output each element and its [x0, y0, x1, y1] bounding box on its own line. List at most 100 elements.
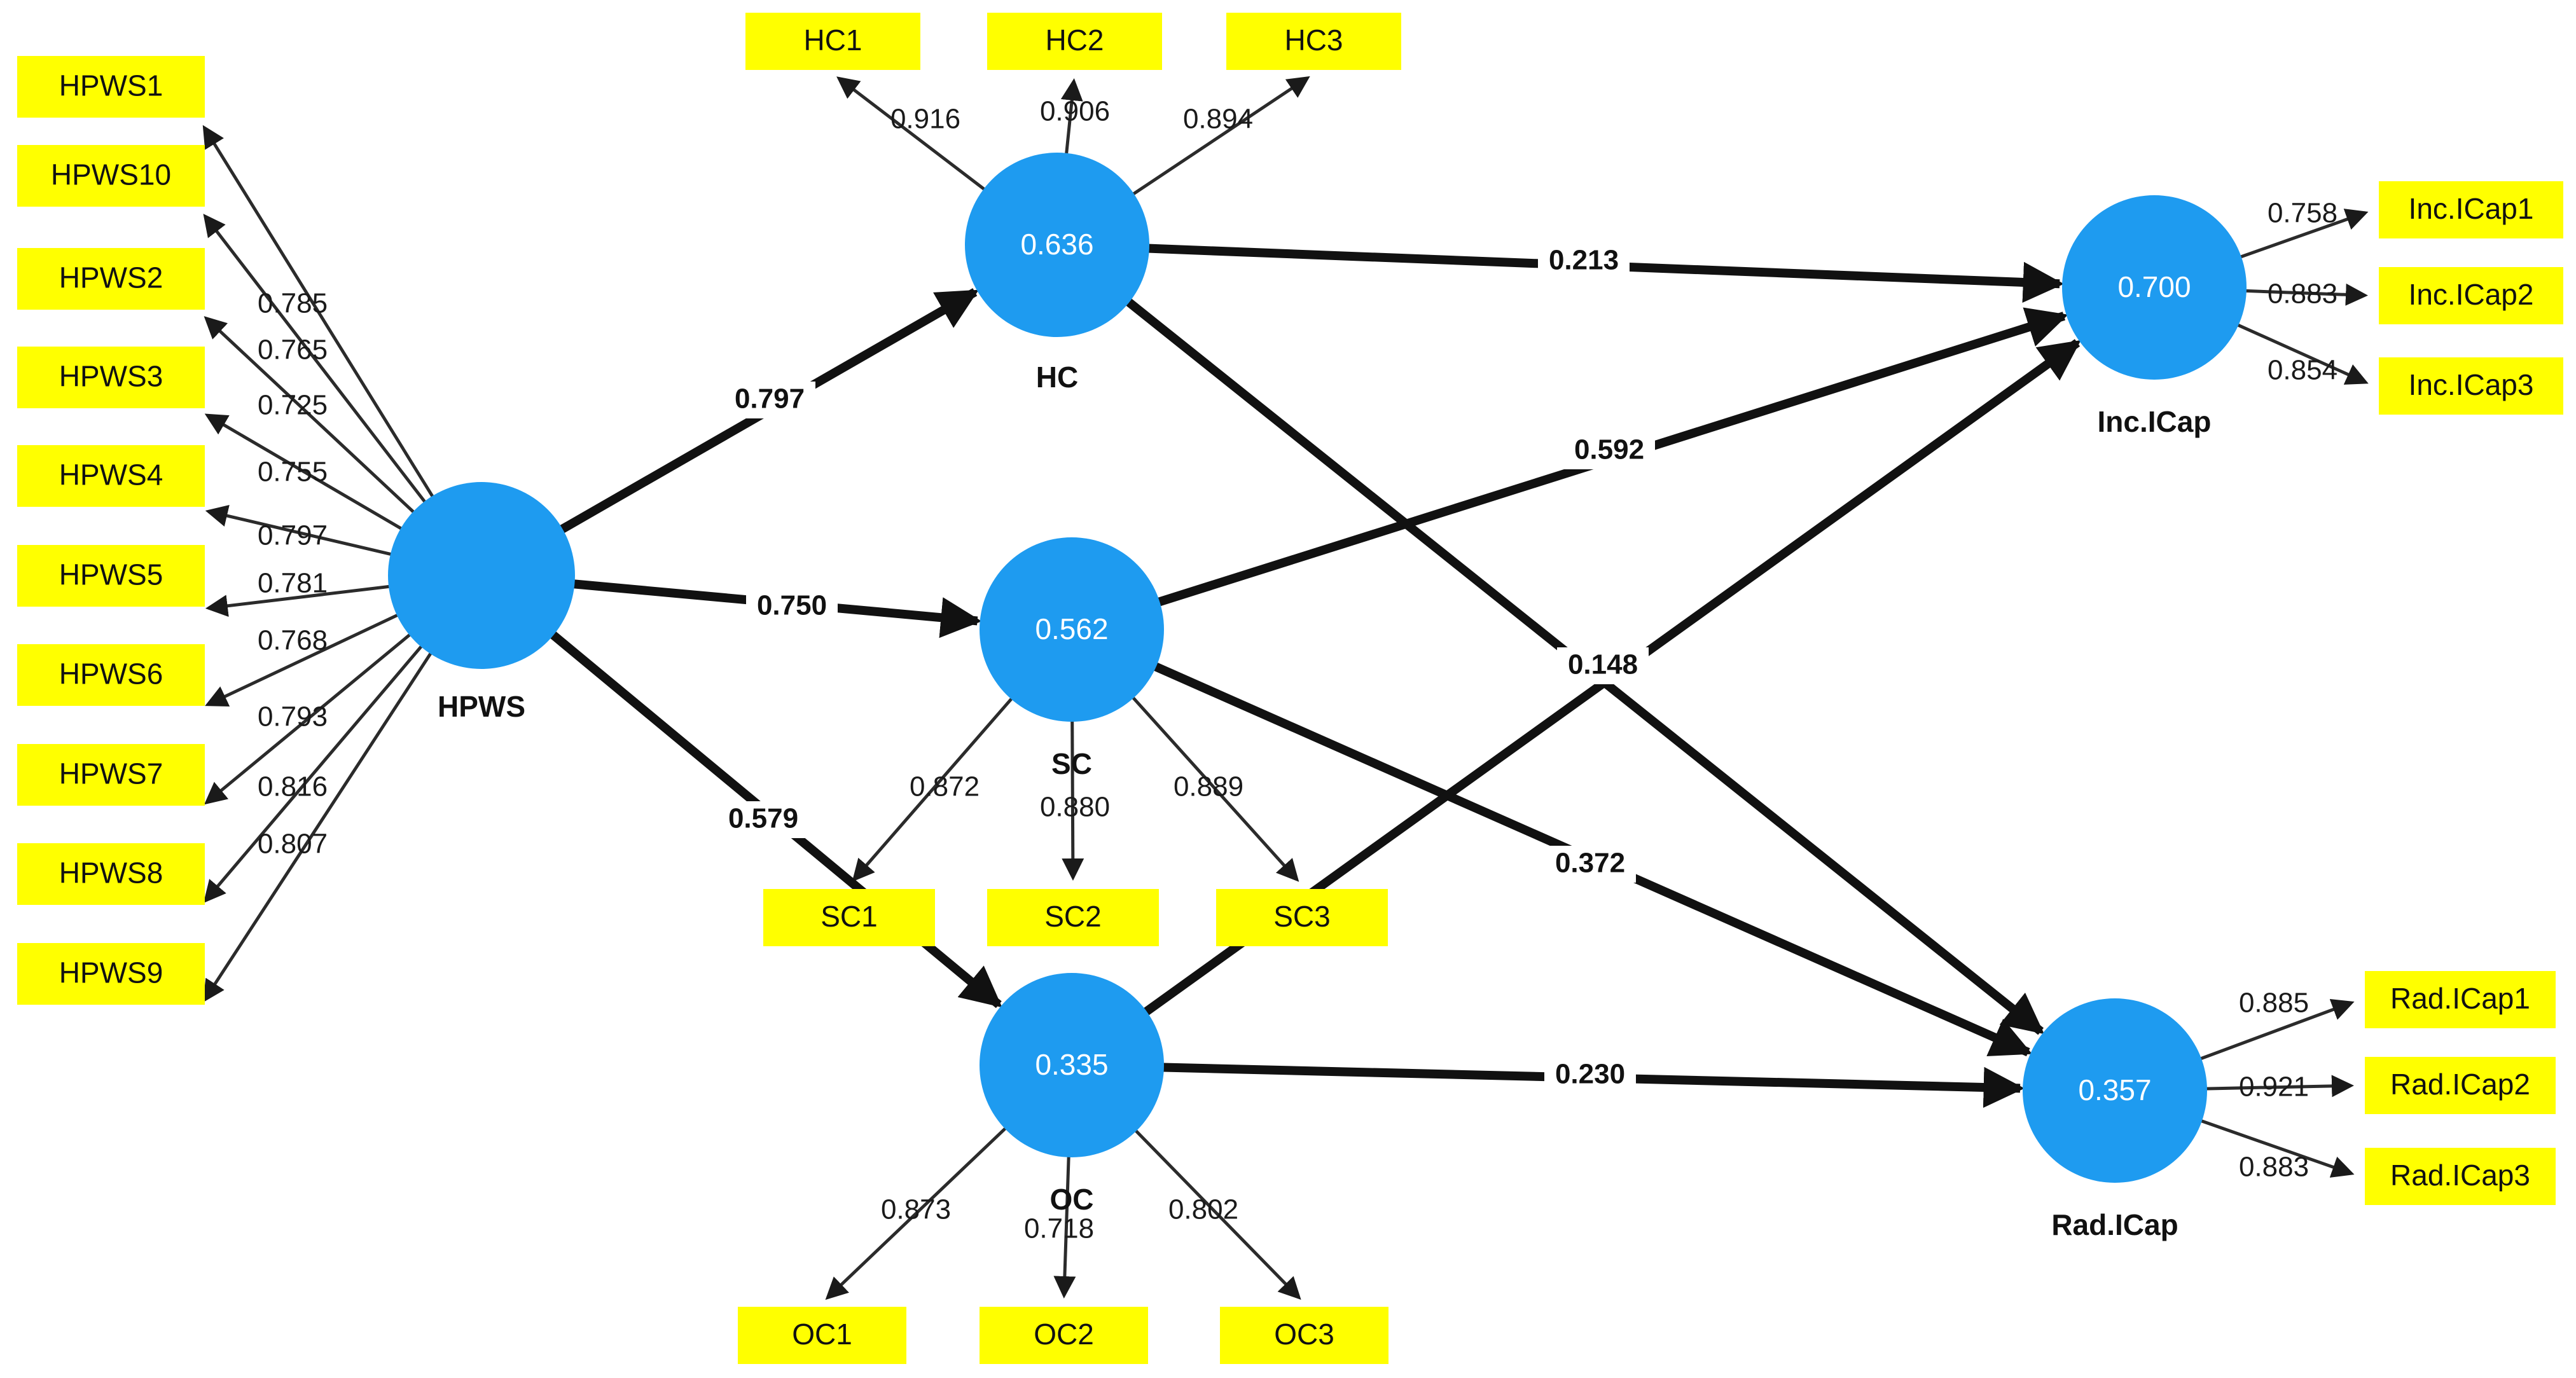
- indicator-rect: [17, 644, 205, 706]
- path-label-backdrop: [717, 801, 809, 838]
- path-label-backdrop: [724, 382, 815, 418]
- structural-model-lines: [548, 244, 2081, 1108]
- loading-label-radicap-3: 0.883: [2239, 1152, 2309, 1183]
- path-coefficient-HPWS-SC: 0.750: [757, 590, 827, 621]
- indicator-rect: [738, 1307, 906, 1364]
- loading-edge-radicap-1: [2198, 998, 2355, 1061]
- loading-label-oc-3: 0.802: [1168, 1194, 1238, 1225]
- loading-label-hpws-2: 0.765: [258, 334, 328, 366]
- loading-label-oc-1: 0.873: [881, 1194, 951, 1225]
- indicator-rect: [17, 56, 205, 118]
- loading-label-hpws-5: 0.797: [258, 520, 328, 551]
- indicator-hc-3: HC3: [1226, 13, 1401, 70]
- latent-circle[interactable]: [980, 973, 1164, 1157]
- indicator-label: Inc.ICap2: [2409, 278, 2534, 311]
- latent-r2-value: 0.700: [2117, 270, 2191, 303]
- loading-edge-sc-3: [1130, 695, 1299, 882]
- indicator-sc-1: SC1: [763, 889, 935, 946]
- indicator-rect: [763, 889, 935, 946]
- loading-label-hpws-7: 0.768: [258, 625, 328, 656]
- indicator-label: HC1: [803, 24, 862, 57]
- loading-edge-hpws-7: [205, 612, 400, 707]
- indicator-incicap-1: Inc.ICap1: [2379, 181, 2563, 238]
- latent-name-label: SC: [1051, 747, 1092, 780]
- latent-circle[interactable]: [2023, 998, 2207, 1183]
- indicator-label: SC1: [821, 900, 877, 933]
- latent-r2-value: 0.335: [1035, 1048, 1108, 1081]
- indicator-rect: [1216, 889, 1388, 946]
- path-label-backdrop: [1557, 647, 1649, 684]
- indicator-label: OC1: [792, 1318, 852, 1351]
- loading-edge-oc-3: [1133, 1128, 1301, 1300]
- latent-name-label: OC: [1050, 1183, 1094, 1216]
- indicator-label: Inc.ICap3: [2409, 368, 2534, 401]
- loading-label-hc-2: 0.906: [1040, 96, 1110, 127]
- path-coefficient-HC-IncICap: 0.213: [1549, 245, 1619, 276]
- loading-edge-incicap-1: [2238, 209, 2369, 259]
- indicator-rect: [2379, 357, 2563, 415]
- loading-label-hpws-1: 0.785: [258, 288, 328, 319]
- indicator-rect: [17, 347, 205, 408]
- latent-r2-value: 0.357: [2078, 1073, 2151, 1106]
- loading-edge-hpws-4: [204, 413, 404, 531]
- indicator-rect: [987, 13, 1162, 70]
- indicator-label: HC2: [1045, 24, 1104, 57]
- loading-edge-oc-1: [825, 1126, 1008, 1300]
- loading-edge-radicap-2: [2204, 1075, 2355, 1098]
- loading-edge-hpws-8: [204, 632, 413, 805]
- indicator-rect: [17, 545, 205, 607]
- indicator-rect: [2365, 1148, 2556, 1205]
- indicator-rect: [17, 445, 205, 507]
- path-coefficient-HPWS-OC: 0.579: [728, 803, 798, 834]
- latent-circle[interactable]: [965, 153, 1149, 337]
- loading-label-sc-3: 0.889: [1174, 771, 1243, 803]
- path-coefficient-HC-RadICap: 0.148: [1568, 649, 1638, 680]
- indicator-hpws-8: HPWS7: [17, 744, 205, 806]
- path-coefficient-SC-RadICap: 0.372: [1555, 848, 1625, 879]
- indicator-radicap-1: Rad.ICap1: [2365, 971, 2556, 1028]
- loading-edge-hpws-1: [202, 125, 435, 499]
- latent-nodes-layer: HPWS0.636HC0.562SC0.335OC0.700Inc.ICap0.…: [388, 153, 2247, 1241]
- loading-label-sc-2: 0.880: [1040, 792, 1110, 823]
- loading-edge-hpws-10: [202, 651, 433, 1003]
- latent-r2-value: 0.562: [1035, 612, 1108, 645]
- latent-name-label: Inc.ICap: [2098, 405, 2212, 438]
- loading-edge-hpws-9: [203, 644, 424, 904]
- indicator-rect: [2365, 1057, 2556, 1114]
- loading-label-radicap-2: 0.921: [2239, 1071, 2309, 1103]
- loading-edge-hpws-3: [204, 316, 417, 515]
- indicator-hpws-7: HPWS6: [17, 644, 205, 706]
- indicator-label: SC2: [1044, 900, 1101, 933]
- indicator-rect: [17, 843, 205, 905]
- path-label-backdrop: [1544, 846, 1636, 883]
- indicator-rect: [2379, 267, 2563, 324]
- indicator-hc-2: HC2: [987, 13, 1162, 70]
- latent-node-HPWS[interactable]: HPWS: [388, 482, 575, 723]
- indicator-label: HPWS6: [59, 658, 163, 691]
- indicator-rect: [17, 943, 205, 1005]
- indicator-rect: [1226, 13, 1401, 70]
- loading-label-hpws-3: 0.725: [258, 390, 328, 421]
- path-label-backdrop: [1563, 432, 1655, 469]
- indicator-sc-3: SC3: [1216, 889, 1388, 946]
- indicator-label: HPWS7: [59, 757, 163, 790]
- latent-circle[interactable]: [980, 537, 1164, 722]
- path-coefficient-SC-IncICap: 0.592: [1574, 434, 1644, 465]
- latent-circle[interactable]: [2062, 195, 2247, 380]
- loading-edge-oc-2: [1053, 1154, 1076, 1299]
- loading-edge-hc-3: [1130, 76, 1310, 196]
- indicator-label: HPWS9: [59, 956, 163, 989]
- loading-label-sc-1: 0.872: [910, 771, 980, 803]
- indicator-rect: [980, 1307, 1148, 1364]
- loading-label-hc-3: 0.894: [1183, 104, 1253, 135]
- indicator-oc-3: OC3: [1220, 1307, 1388, 1364]
- loading-edge-hpws-6: [205, 584, 392, 617]
- indicator-label: OC3: [1274, 1318, 1334, 1351]
- latent-circle[interactable]: [388, 482, 575, 669]
